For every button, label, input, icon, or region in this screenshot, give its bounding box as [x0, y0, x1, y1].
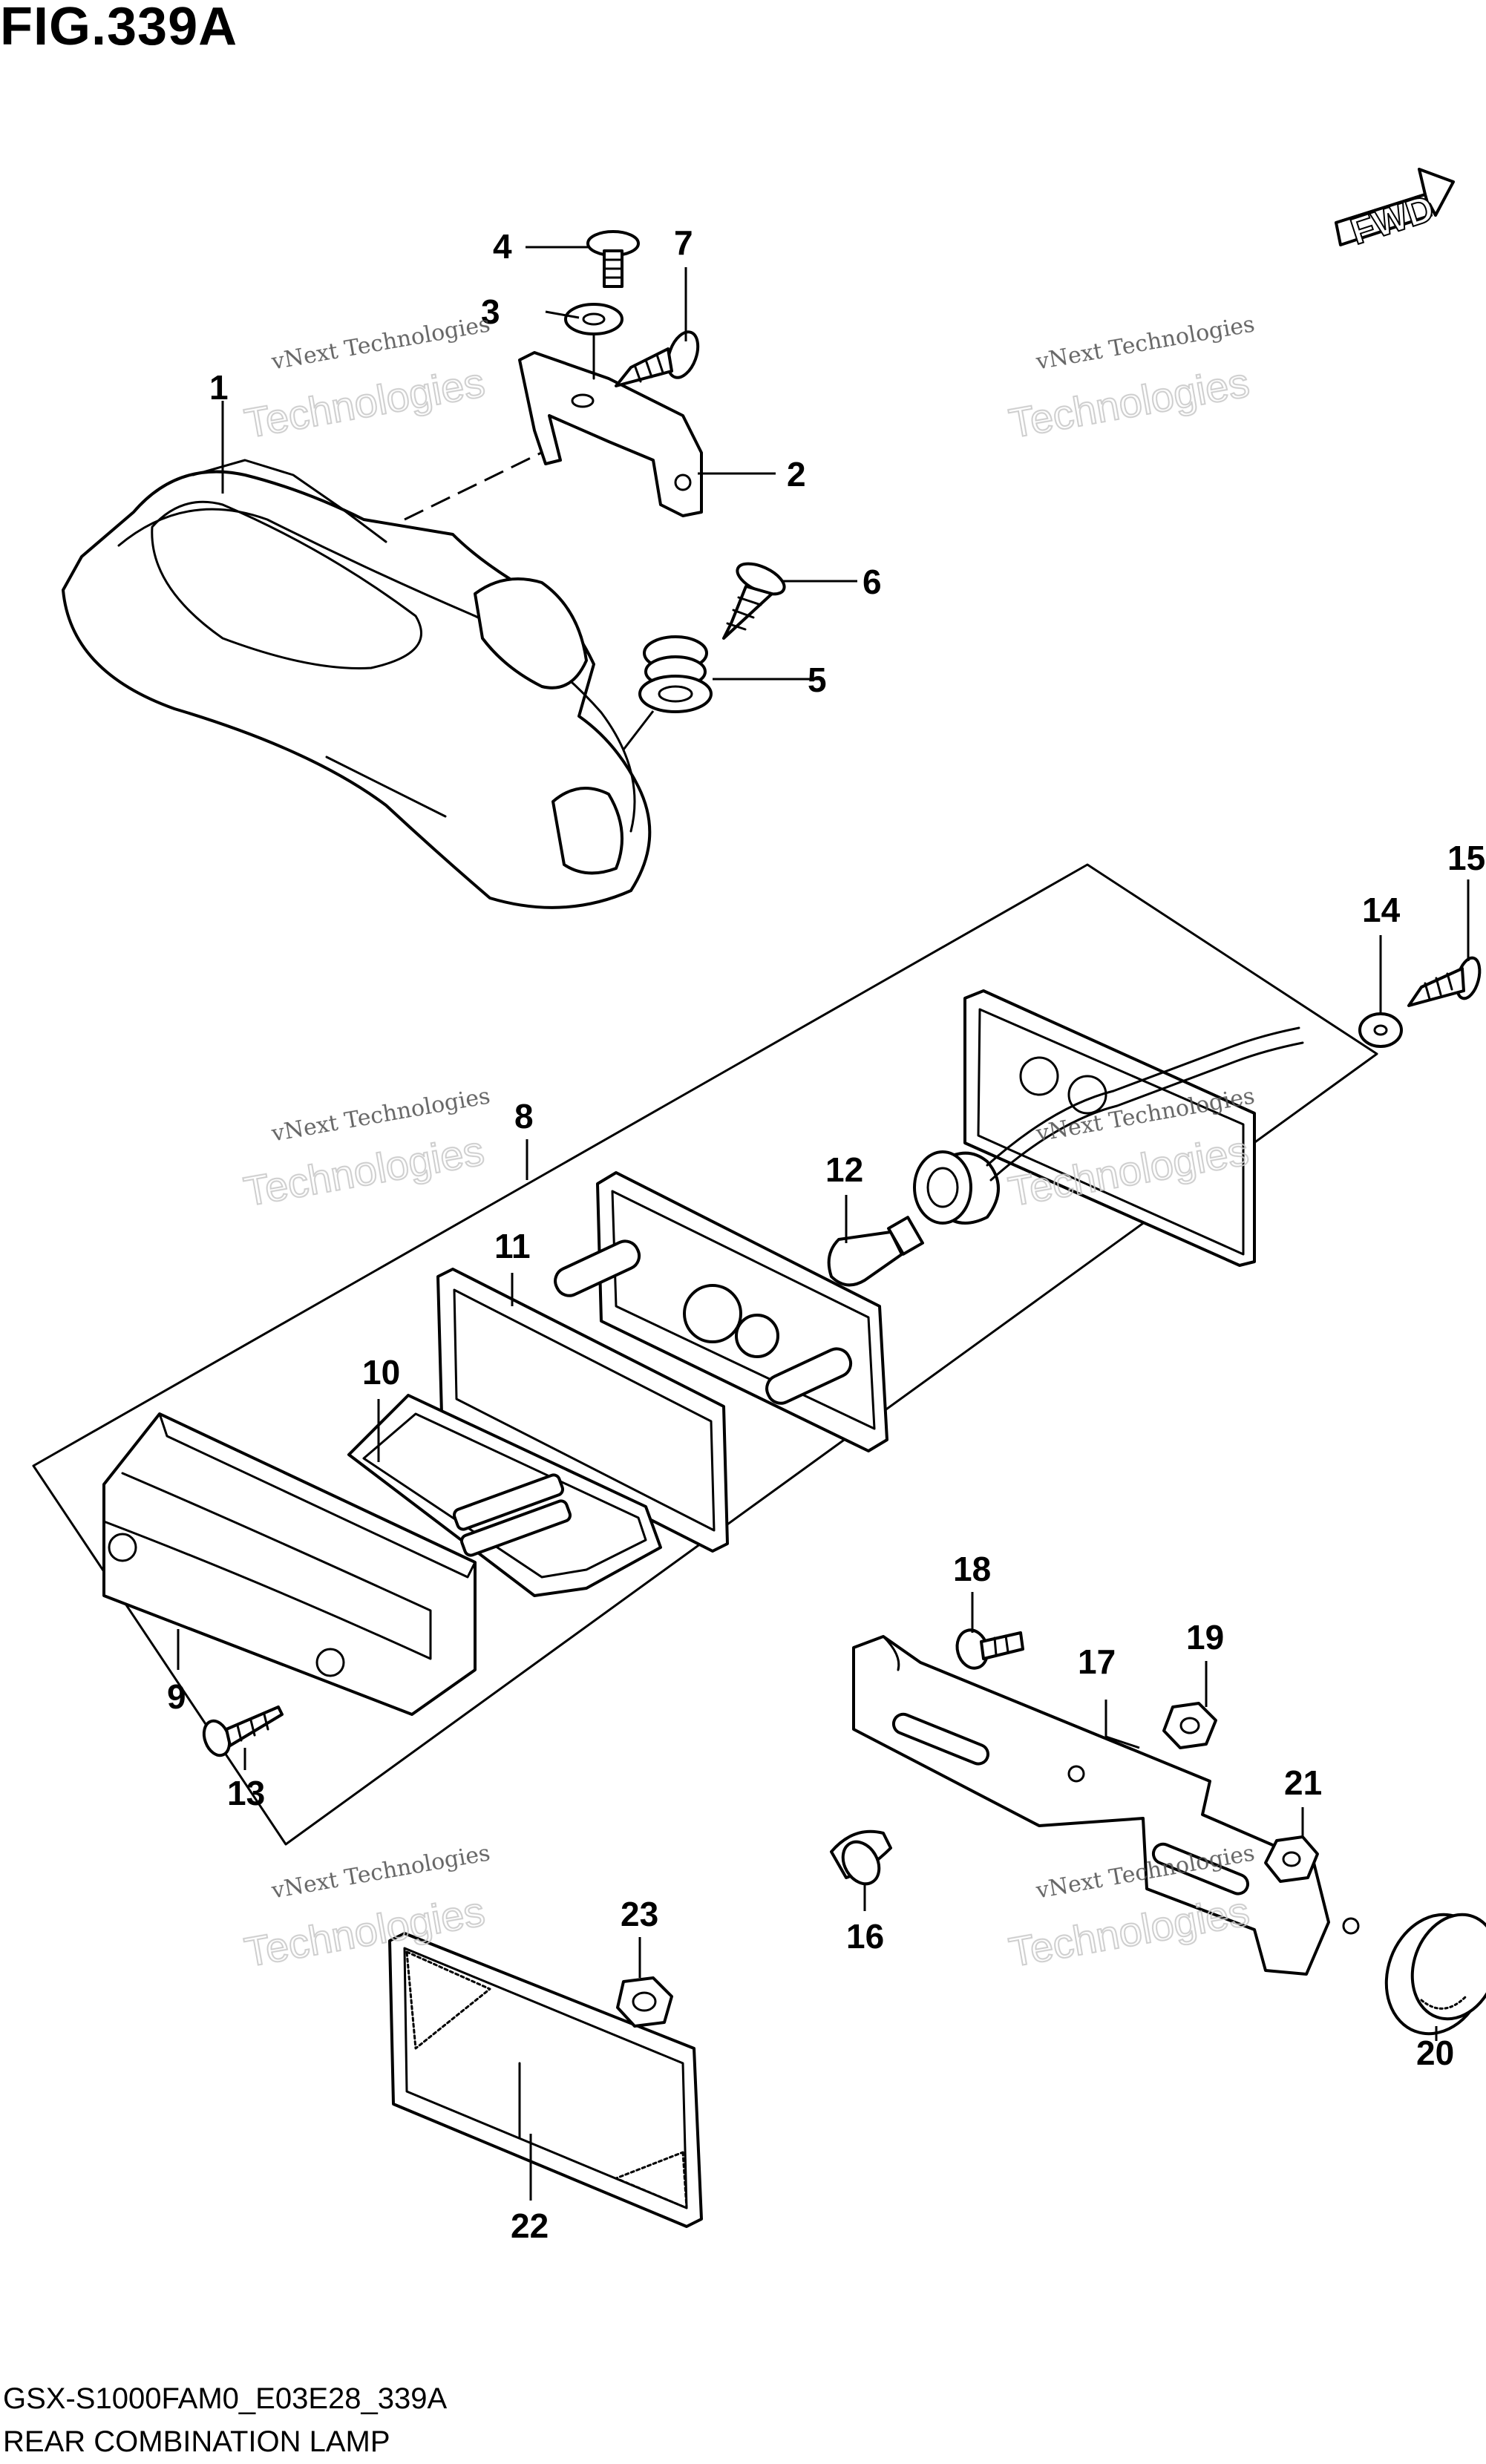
leader-lines: [177, 246, 1470, 2201]
callout-23: 23: [621, 1895, 658, 1933]
callout-labels: 1 2 3 4 5 6 7 8 9 10 11 12 13 14 15 16 1…: [167, 223, 1485, 2245]
fwd-arrow-icon: FWD: [1335, 168, 1455, 253]
callout-8: 8: [514, 1097, 534, 1136]
license-bracket: [852, 1635, 1360, 1976]
lamp-base: [554, 1171, 888, 1452]
bolt: [586, 230, 640, 288]
callout-10: 10: [362, 1353, 400, 1392]
screw: [202, 1706, 284, 1757]
lamp-lens: [102, 1412, 477, 1716]
bulb-socket: [913, 989, 1304, 1267]
callout-17: 17: [1078, 1642, 1116, 1681]
washer: [564, 303, 623, 380]
callout-15: 15: [1447, 839, 1485, 877]
tail-lamp-housing: [62, 459, 652, 909]
fwd-label: FWD: [1346, 187, 1439, 252]
callout-6: 6: [863, 563, 882, 601]
nut: [616, 1976, 673, 2028]
callout-18: 18: [953, 1550, 991, 1588]
screw: [722, 562, 786, 640]
callout-20: 20: [1416, 2034, 1454, 2072]
round-reflector: [1384, 1913, 1486, 2036]
callout-3: 3: [481, 292, 500, 331]
screw: [1407, 956, 1482, 1007]
rubber-cushion: [830, 1829, 892, 1886]
figure-title: FIG.339A: [0, 0, 238, 56]
callout-12: 12: [825, 1150, 863, 1189]
nut: [1162, 1702, 1217, 1749]
bracket: [518, 351, 703, 517]
nut: [1264, 1835, 1319, 1883]
rect-reflector: [388, 1932, 703, 2228]
callout-13: 13: [227, 1774, 265, 1812]
model-code: GSX-S1000FAM0_E03E28_339A: [3, 2382, 448, 2415]
screw: [615, 330, 700, 387]
callout-2: 2: [787, 455, 806, 494]
callout-5: 5: [808, 661, 827, 699]
callout-19: 19: [1186, 1618, 1224, 1657]
callout-11: 11: [494, 1227, 531, 1265]
callout-4: 4: [493, 227, 512, 266]
bulb: [827, 1216, 924, 1287]
bolt: [955, 1628, 1024, 1670]
washer: [1358, 1012, 1403, 1048]
callout-21: 21: [1284, 1763, 1322, 1802]
callout-7: 7: [674, 223, 693, 262]
callout-14: 14: [1362, 891, 1401, 929]
grommet: [638, 635, 713, 713]
callout-16: 16: [846, 1917, 884, 1956]
callout-1: 1: [209, 368, 229, 407]
reflector: [347, 1394, 662, 1597]
callout-9: 9: [167, 1677, 186, 1716]
callout-22: 22: [511, 2206, 549, 2245]
assembly-outline: [32, 863, 1378, 1846]
figure-name: REAR COMBINATION LAMP: [3, 2425, 390, 2458]
